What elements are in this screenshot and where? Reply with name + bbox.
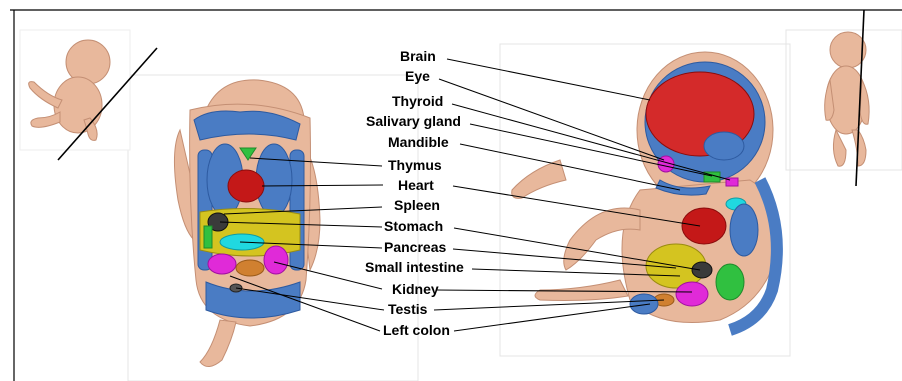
label-testis: Testis <box>388 301 428 317</box>
sagittal-section-model <box>512 52 780 330</box>
label-thymus: Thymus <box>388 157 442 173</box>
label-eye: Eye <box>405 68 430 84</box>
label-mandible: Mandible <box>388 134 449 150</box>
label-salivary-gland: Salivary gland <box>366 113 461 129</box>
label-left-colon: Left colon <box>383 322 450 338</box>
leader-brain <box>447 59 650 100</box>
inset-fetus-right <box>825 10 869 186</box>
inset-fetus-left <box>20 30 157 160</box>
label-stomach: Stomach <box>384 218 443 234</box>
organ-labels: Brain Eye Thyroid Salivary gland Mandibl… <box>365 48 464 338</box>
label-thyroid: Thyroid <box>392 93 443 109</box>
label-brain: Brain <box>400 48 436 64</box>
label-small-intestine: Small intestine <box>365 259 464 275</box>
label-heart: Heart <box>398 177 434 193</box>
label-pancreas: Pancreas <box>384 239 446 255</box>
leader-eye <box>439 79 664 160</box>
label-kidney: Kidney <box>392 281 439 297</box>
label-spleen: Spleen <box>394 197 440 213</box>
leader-testis-right <box>434 300 664 310</box>
